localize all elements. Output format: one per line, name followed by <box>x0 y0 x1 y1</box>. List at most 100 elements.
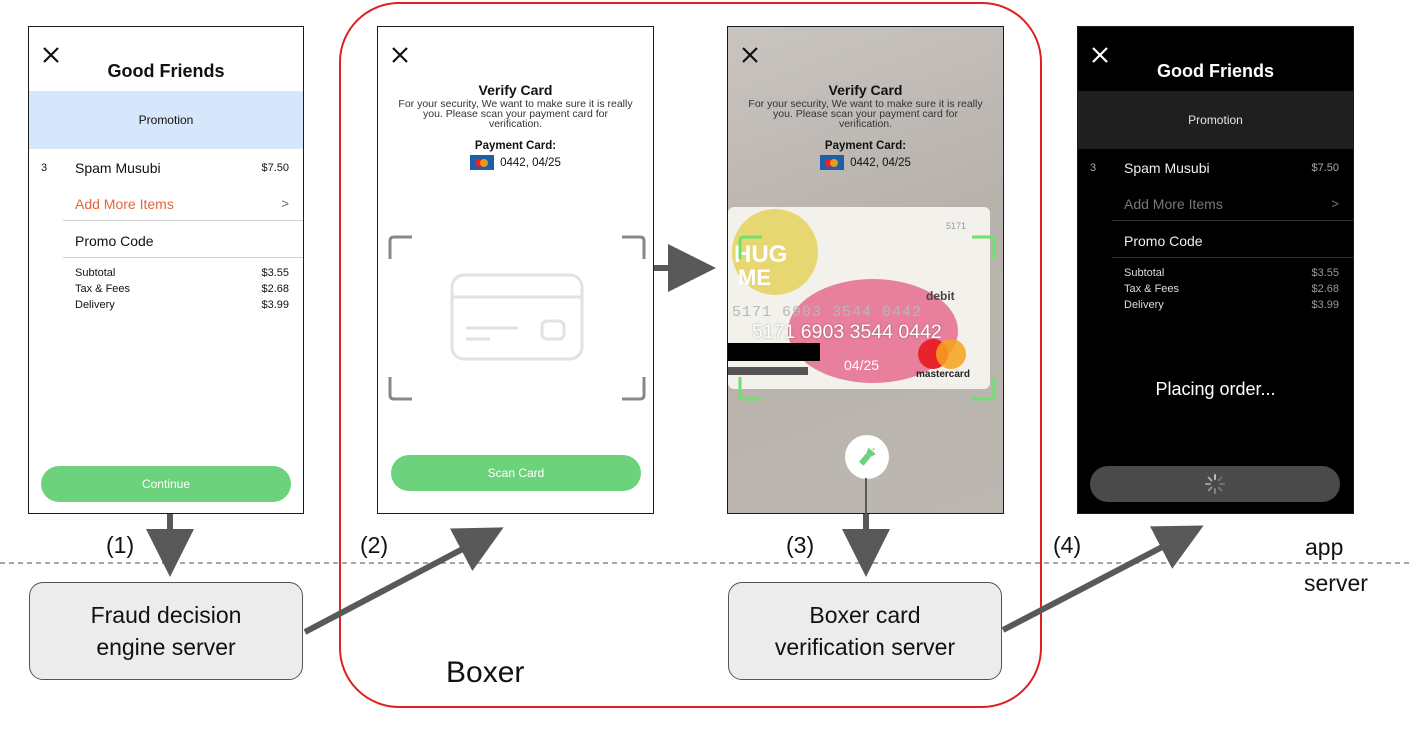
step-3-label: (3) <box>786 532 815 558</box>
loading-spinner-icon <box>1205 474 1225 494</box>
order-item-row[interactable]: 3 Spam Musubi $7.50 <box>29 160 303 180</box>
divider <box>63 220 303 221</box>
app-server-boundary <box>0 562 1412 564</box>
mastercard-icon <box>820 155 845 170</box>
card-print-me: ME <box>738 265 771 290</box>
verify-card-description: For your security, We want to make sure … <box>398 98 633 130</box>
card-stripe-line <box>728 367 808 375</box>
app-side-label: app <box>1305 534 1344 560</box>
tax-value: $2.68 <box>1311 283 1339 295</box>
card-scanning-screen: Verify Card For your security, We want t… <box>727 26 1004 514</box>
subtotal-label: Subtotal <box>1124 267 1165 279</box>
card-debit-label: debit <box>926 289 955 303</box>
delivery-label: Delivery <box>75 299 115 311</box>
item-quantity: 3 <box>41 162 48 174</box>
payment-card-label: Payment Card: <box>474 140 557 152</box>
payment-card-label: Payment Card: <box>824 140 907 152</box>
tax-row: Tax & Fees $2.68 <box>1124 283 1339 295</box>
chevron-right-icon: > <box>1331 196 1339 211</box>
boxer-server-line-1: Boxer card <box>809 602 921 628</box>
promo-code-field[interactable]: Promo Code <box>29 233 303 253</box>
promo-code-field: Promo Code <box>1078 233 1353 253</box>
add-more-items-link: Add More Items > <box>1078 196 1353 216</box>
chevron-right-icon: > <box>281 196 289 211</box>
boxer-card-verification-server: Boxer card verification server <box>728 582 1002 680</box>
card-embossed-number: 5171 6903 3544 0442 <box>732 304 923 321</box>
placing-order-screen: Good Friends Promotion 3 Spam Musubi $7.… <box>1077 26 1354 514</box>
restaurant-title: Good Friends <box>107 61 225 81</box>
subtotal-value: $3.55 <box>1311 267 1339 279</box>
close-icon[interactable] <box>41 45 61 65</box>
placing-order-text: Placing order... <box>1155 379 1276 399</box>
order-item-row: 3 Spam Musubi $7.50 <box>1078 160 1353 180</box>
redacted-name-bar <box>728 343 820 361</box>
close-icon[interactable] <box>1090 45 1110 65</box>
subtotal-row: Subtotal $3.55 <box>75 267 289 279</box>
detected-card-number: 5171 6903 3544 0442 <box>752 321 942 343</box>
fraud-server-line-2: engine server <box>96 634 236 660</box>
promotion-banner[interactable]: Promotion <box>29 91 303 149</box>
card-brand-text: mastercard <box>916 369 970 380</box>
physical-debit-card: HUG ME 5171 debit 5171 6903 3544 0442 ma… <box>728 207 990 389</box>
verify-card-title: Verify Card <box>828 82 903 98</box>
boxer-server-line-2: verification server <box>774 634 956 660</box>
promo-code-label: Promo Code <box>1124 233 1203 249</box>
card-number-expiry: 0442, 04/25 <box>850 156 911 169</box>
fraud-server-line-1: Fraud decision <box>90 602 242 628</box>
scan-frame <box>388 235 646 401</box>
arrow-step-2 <box>303 527 504 635</box>
scan-frame-detected <box>738 235 996 401</box>
yellow-heart-shape <box>732 209 818 295</box>
scan-card-button[interactable]: Scan Card <box>391 455 641 491</box>
delivery-row: Delivery $3.99 <box>1124 299 1339 311</box>
arrow-step-4 <box>1001 525 1204 633</box>
detected-expiry: 04/25 <box>844 357 880 373</box>
flashlight-button[interactable] <box>845 435 889 479</box>
verify-card-description: For your security, We want to make sure … <box>748 98 983 130</box>
item-name: Spam Musubi <box>75 160 161 176</box>
close-icon[interactable] <box>740 45 760 65</box>
item-name: Spam Musubi <box>1124 160 1210 176</box>
continue-button-loading <box>1090 466 1340 502</box>
divider <box>1112 257 1353 258</box>
tax-label: Tax & Fees <box>1124 283 1180 295</box>
tax-label: Tax & Fees <box>75 283 131 295</box>
card-number-expiry: 0442, 04/25 <box>500 156 561 169</box>
divider <box>1112 220 1353 221</box>
delivery-value: $3.99 <box>1311 299 1339 311</box>
card-print-hug: HUG <box>734 241 788 268</box>
verify-card-title: Verify Card <box>478 82 553 98</box>
tax-value: $2.68 <box>261 283 289 295</box>
add-more-items-label: Add More Items <box>1124 196 1223 212</box>
server-side-label: server <box>1304 570 1368 596</box>
card-placeholder-icon <box>450 273 584 361</box>
continue-button[interactable]: Continue <box>41 466 291 502</box>
delivery-value: $3.99 <box>261 299 289 311</box>
payment-card-info: 0442, 04/25 <box>378 155 653 170</box>
tax-row: Tax & Fees $2.68 <box>75 283 289 295</box>
boxer-label: Boxer <box>446 656 525 689</box>
subtotal-label: Subtotal <box>75 267 116 279</box>
verify-card-screen: Verify Card For your security, We want t… <box>377 26 654 514</box>
subtotal-row: Subtotal $3.55 <box>1124 267 1339 279</box>
card-small-number: 5171 <box>946 221 967 231</box>
step-4-label: (4) <box>1053 532 1082 558</box>
delivery-row: Delivery $3.99 <box>75 299 289 311</box>
fraud-decision-engine-server: Fraud decision engine server <box>29 582 303 680</box>
restaurant-title: Good Friends <box>1157 61 1274 81</box>
boxer-region <box>339 2 1042 708</box>
delivery-label: Delivery <box>1124 299 1164 311</box>
item-price: $7.50 <box>1311 162 1339 174</box>
subtotal-value: $3.55 <box>261 267 289 279</box>
item-price: $7.50 <box>261 162 289 174</box>
add-more-items-label: Add More Items <box>75 196 174 212</box>
close-icon[interactable] <box>390 45 410 65</box>
step-2-label: (2) <box>360 532 389 558</box>
promo-code-label: Promo Code <box>75 233 154 249</box>
mastercard-logo <box>918 339 966 369</box>
promotion-banner: Promotion <box>1078 91 1353 149</box>
item-quantity: 3 <box>1090 162 1097 174</box>
add-more-items-link[interactable]: Add More Items > <box>29 196 303 216</box>
divider <box>63 257 303 258</box>
